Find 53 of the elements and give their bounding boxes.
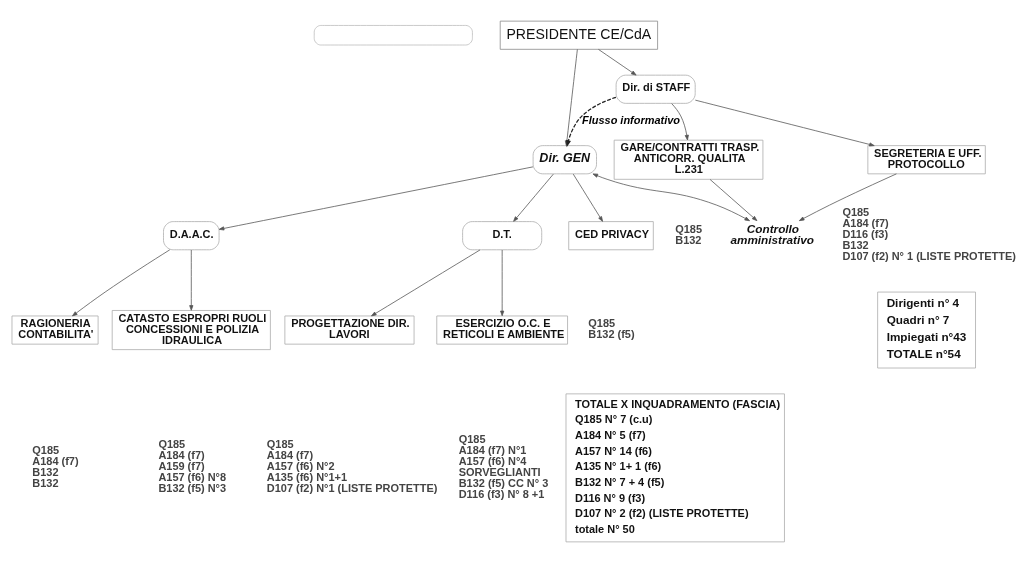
arrow (598, 48, 637, 75)
arrow (371, 249, 481, 316)
node-label: A184 (f7) (32, 454, 79, 467)
edge-label: Flusso informativo (582, 113, 681, 126)
node-box: PRESIDENTE CE/CdA (499, 20, 658, 50)
arrow (709, 178, 758, 221)
arrow (500, 249, 505, 316)
node-label: A184 (f7) N°1 (458, 443, 527, 456)
node-label: A157 (f6) N°4 (458, 454, 527, 467)
node-label: Q185 (588, 316, 616, 329)
arrow (513, 173, 554, 222)
node-box: RAGIONERIA CONTABILITA' (11, 315, 99, 345)
node-label: B132 (f5) CC N° 3 (458, 476, 549, 489)
node-label: D116 (f3) N° 8 +1 (458, 487, 545, 500)
node-label: SORVEGLIANTI (458, 465, 541, 478)
node-box: PROGETTAZIONE DIR. LAVORI (284, 315, 415, 345)
arrow (218, 165, 534, 230)
arrow (572, 173, 603, 222)
node-label: B132 (f5) (588, 327, 635, 340)
node-label: Q185 (32, 443, 60, 456)
node-label: B132 (32, 476, 59, 489)
node-label: B132 (32, 465, 59, 478)
node-label: Q185 (675, 222, 703, 235)
node-label: D107 (f2) N° 1 (LISTE PROTETTE) (842, 249, 1016, 262)
node-label: Q185 (158, 437, 186, 450)
node-box: D.T. (462, 220, 543, 250)
node-label: A157 (f6) N°8 (158, 470, 227, 483)
arrow (72, 248, 171, 316)
node-text: Controllo amministrativo (730, 221, 814, 246)
node-label: Q185 (266, 437, 294, 450)
arrow (798, 173, 897, 221)
node-label: D116 (f3) (842, 227, 889, 240)
node-box: Dirigenti n° 4 Quadri n° 7 Impiegati n°43 TOTALE n°54 (877, 291, 976, 368)
arrow (592, 173, 750, 221)
node-label: B132 (f5) N°3 (158, 481, 227, 494)
node-box: CATASTO ESPROPRI RUOLI CONCESSIONI E POLIZIA IDRAULICA (111, 309, 271, 350)
node-box: D.A.A.C. (163, 220, 220, 250)
node-box: Dir. di STAFF (615, 74, 696, 104)
node-label: B132 (675, 233, 702, 246)
node-label: D107 (f2) N°1 (LISTE PROTETTE) (266, 481, 438, 494)
arrow (189, 249, 194, 311)
arrow (671, 102, 689, 140)
node-label: B132 (842, 238, 869, 251)
node-label: Q185 (458, 432, 486, 445)
node-label: A135 (f6) N°1+1 (266, 470, 348, 483)
node-label: Q185 (842, 205, 870, 218)
node-box: Dir. GEN (532, 144, 597, 174)
node-box (313, 24, 473, 45)
node-box: GARE/CONTRATTI TRASP. ANTICORR. QUALITA L.231 (613, 139, 764, 180)
node-box: TOTALE X INQUADRAMENTO (FASCIA) Q185 N° 7 (c.u) A184 N° 5 (f7) A157 N° 14 (f6) A135 N° 1+ 1 (f6) B132 N° 7 + 4 (f5) D116 N° 9 (f3) D107 N° 2 (f2) (LISTE PROTETTE) totale N° 50 (565, 393, 785, 542)
arrow (694, 99, 875, 146)
node-box: CED PRIVACY (568, 220, 654, 250)
node-box: ESERCIZIO O.C. E RETICOLI E AMBIENTE (436, 315, 568, 345)
